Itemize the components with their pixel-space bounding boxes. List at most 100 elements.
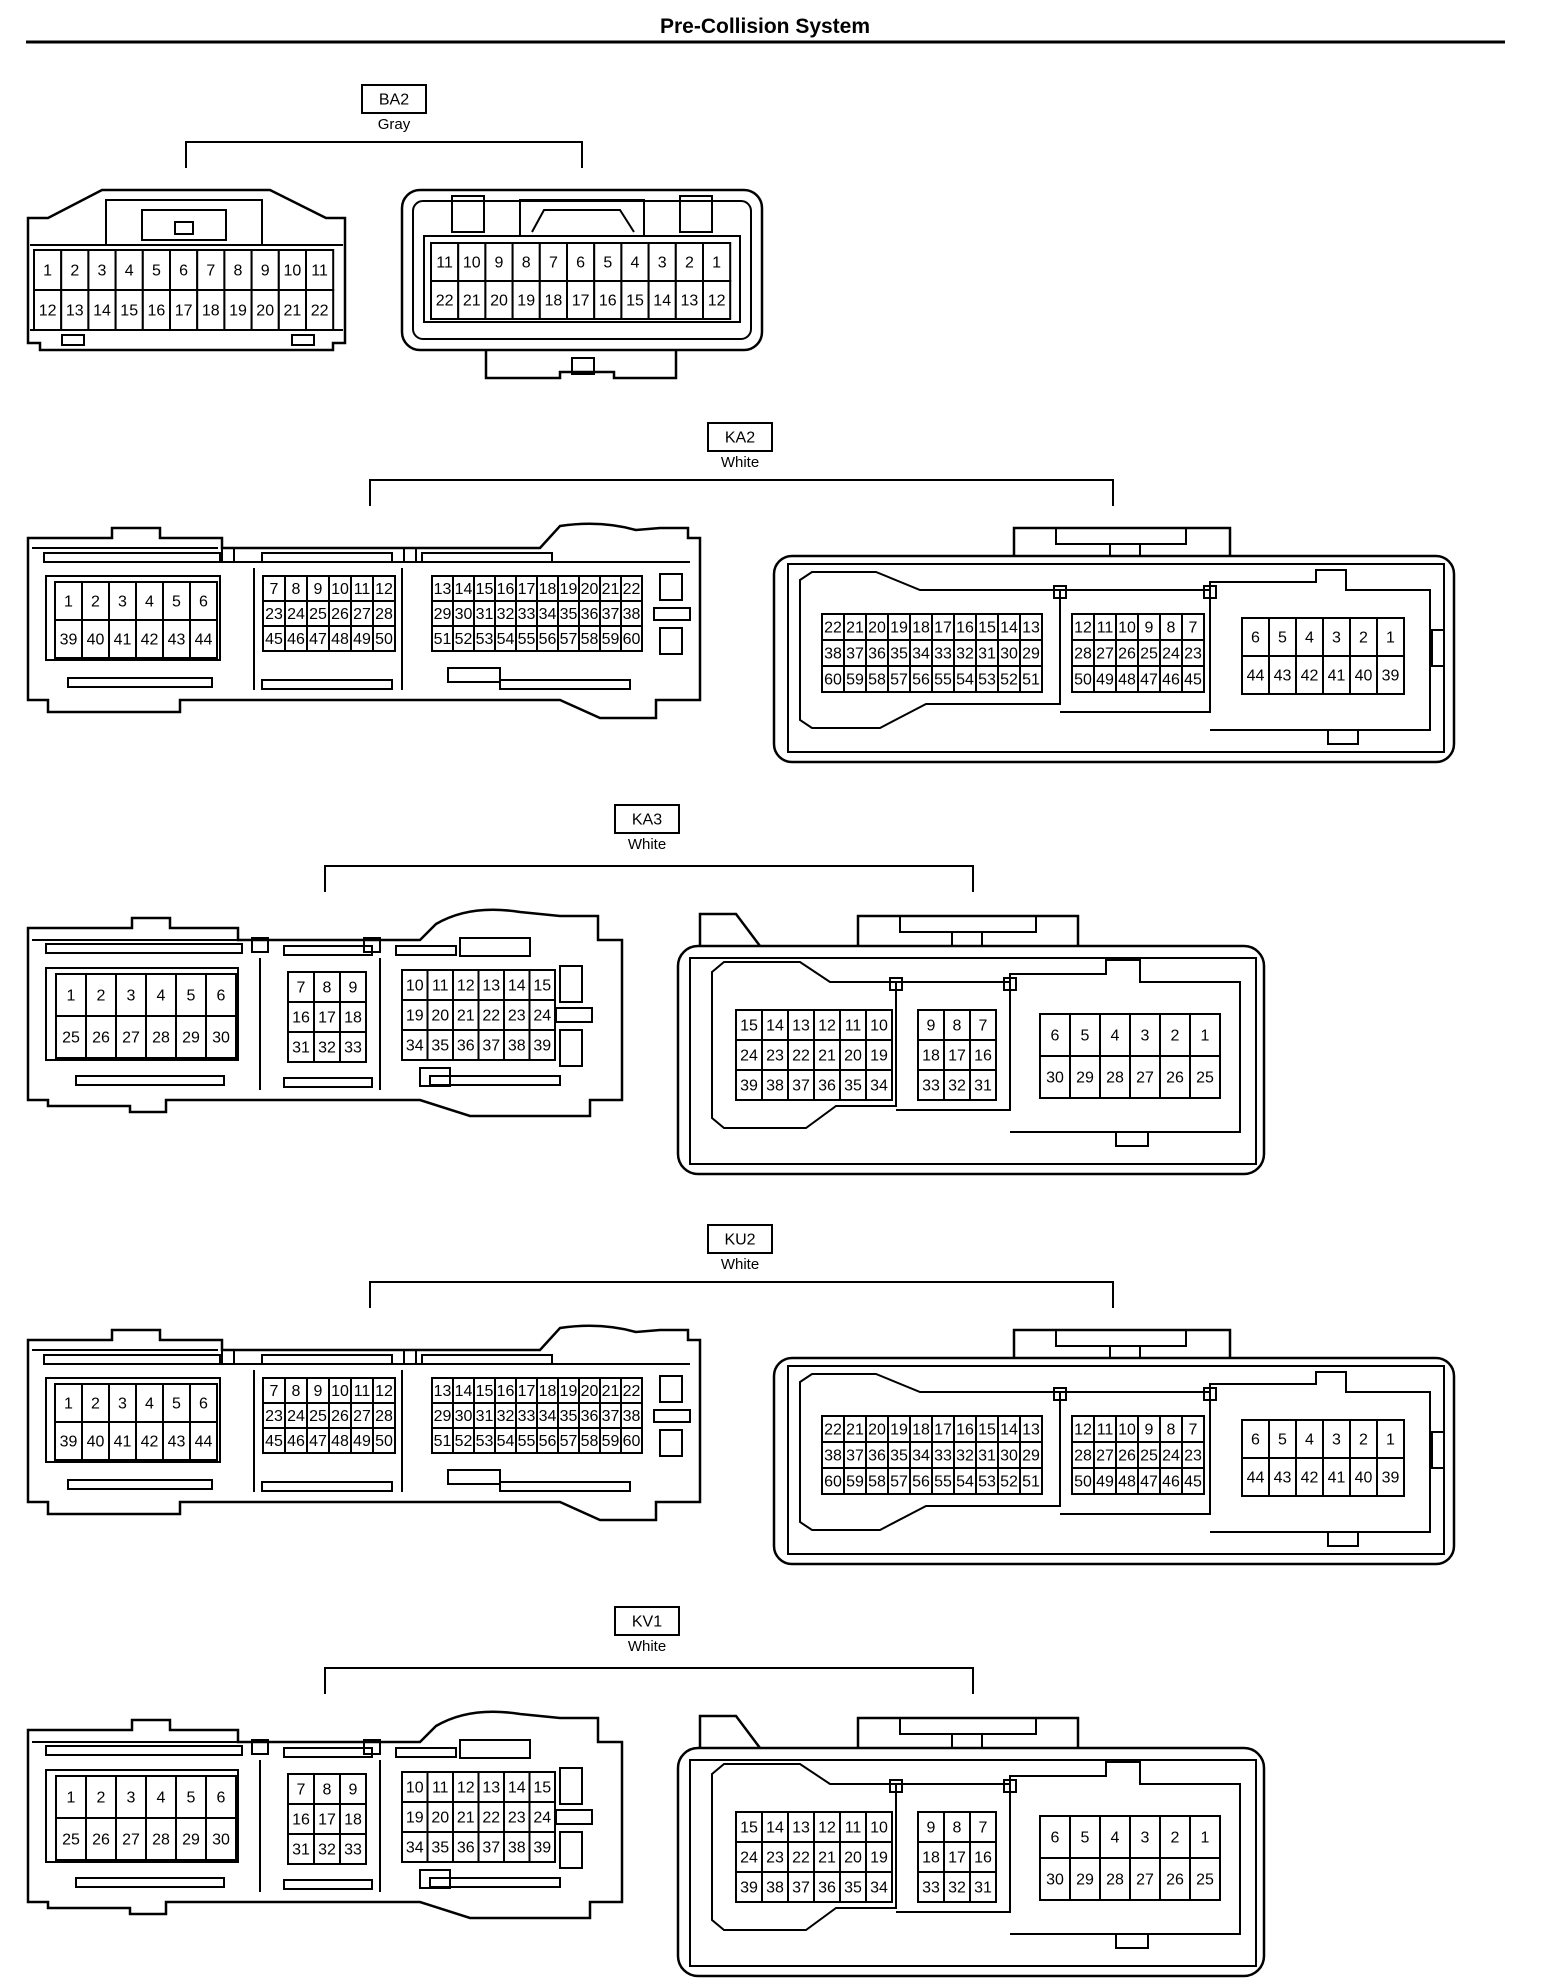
- pin-number: 31: [974, 1880, 992, 1897]
- top-lug-key: [1109, 1345, 1141, 1359]
- housing-detail: [1053, 1387, 1067, 1401]
- housing-detail: [447, 667, 501, 683]
- pin-cell: [305, 289, 335, 331]
- pin-number: 5: [1278, 630, 1287, 647]
- pin-number: 8: [1167, 1422, 1176, 1439]
- pin-cell: [787, 1069, 815, 1101]
- pin-number: 11: [845, 1820, 862, 1837]
- pin-cell: [702, 242, 732, 282]
- pin-number: 12: [457, 978, 475, 995]
- pin-number: 21: [602, 581, 620, 598]
- pin-cell: [430, 280, 460, 320]
- pin-cell: [145, 1015, 177, 1059]
- pin-number: 22: [792, 1850, 810, 1867]
- pin-cell: [503, 1771, 531, 1803]
- pin-number: 34: [912, 1448, 930, 1465]
- pin-number: 51: [1022, 672, 1040, 689]
- pin-cell: [813, 1871, 841, 1903]
- pin-number: 9: [349, 980, 358, 997]
- pin-number: 30: [1046, 1872, 1064, 1889]
- pin-number: 38: [824, 646, 842, 663]
- pin-number: 3: [1141, 1830, 1150, 1847]
- pin-number: 25: [1140, 646, 1158, 663]
- pin-cell: [1189, 1013, 1221, 1057]
- pin-number: 7: [270, 581, 279, 598]
- pin-cell: [1099, 1815, 1131, 1859]
- pin-number: 56: [539, 631, 557, 648]
- pin-number: 32: [497, 1408, 515, 1425]
- pin-number: 37: [846, 646, 864, 663]
- pin-cell: [1189, 1857, 1221, 1901]
- pin-cell: [484, 280, 514, 320]
- pin-number: 30: [1000, 646, 1018, 663]
- housing-detail: [291, 334, 315, 346]
- side-notch: [1431, 629, 1445, 667]
- pin-number: 14: [766, 1018, 784, 1035]
- pin-number: 26: [1118, 1448, 1136, 1465]
- pin-number: 25: [309, 606, 327, 623]
- pin-cell: [1295, 1457, 1324, 1497]
- pin-number: 29: [1022, 646, 1040, 663]
- pin-number: 36: [868, 646, 886, 663]
- pin-cell: [401, 969, 429, 1001]
- pin-number: 32: [318, 1040, 336, 1057]
- housing-detail: [429, 1877, 561, 1888]
- pin-number: 28: [152, 1030, 170, 1047]
- housing-detail: [419, 1067, 451, 1087]
- housing-detail: [395, 1747, 457, 1758]
- housing-detail: [251, 1739, 269, 1755]
- pin-number: 59: [846, 1474, 864, 1491]
- housing-detail: [559, 965, 583, 1003]
- corner-lug: [679, 195, 713, 233]
- pin-number: 2: [91, 1396, 100, 1413]
- pin-number: 41: [1328, 1470, 1346, 1487]
- pin-number: 9: [927, 1820, 936, 1837]
- pin-cell: [620, 625, 643, 652]
- pin-cell: [87, 289, 117, 331]
- pin-number: 23: [1184, 1448, 1202, 1465]
- pin-number: 2: [1171, 1028, 1180, 1045]
- pin-cell: [55, 1817, 87, 1861]
- housing-outline: [26, 1324, 702, 1522]
- pin-number: 23: [508, 1810, 526, 1827]
- pin-cell: [287, 1803, 315, 1835]
- pin-number: 15: [533, 1780, 551, 1797]
- pin-number: 6: [199, 1396, 208, 1413]
- pin-number: 40: [1355, 1470, 1373, 1487]
- pin-number: 12: [39, 303, 57, 320]
- pin-number: 17: [518, 1383, 536, 1400]
- cavity-outline: [896, 981, 1011, 1111]
- pin-number: 37: [792, 1880, 810, 1897]
- housing-detail: [555, 1809, 593, 1825]
- block-divider: [259, 1760, 381, 1892]
- pin-number: 60: [824, 1474, 842, 1491]
- pin-number: 47: [1140, 672, 1158, 689]
- pin-frame: [45, 1769, 239, 1863]
- pin-number: 34: [406, 1038, 424, 1055]
- pin-cell: [839, 1871, 867, 1903]
- pin-number: 21: [602, 1383, 620, 1400]
- pin-number: 4: [631, 255, 640, 272]
- pin-number: 49: [353, 1433, 371, 1450]
- pin-number: 27: [353, 606, 371, 623]
- pin-number: 7: [297, 1782, 306, 1799]
- pin-number: 6: [217, 988, 226, 1005]
- pin-cell: [108, 1421, 137, 1461]
- pin-number: 28: [1074, 646, 1092, 663]
- pin-number: 51: [434, 631, 452, 648]
- pin-cell: [528, 999, 556, 1031]
- pin-number: 35: [844, 1880, 862, 1897]
- housing-detail: [1003, 977, 1017, 991]
- pin-number: 33: [344, 1040, 362, 1057]
- housing-inner: [689, 1759, 1257, 1967]
- pin-number: 5: [603, 255, 612, 272]
- pin-number: 26: [331, 606, 349, 623]
- pin-number: 6: [1051, 1830, 1060, 1847]
- pin-cell: [287, 1833, 315, 1865]
- pin-number: 24: [1162, 1448, 1180, 1465]
- pin-cell: [813, 1069, 841, 1101]
